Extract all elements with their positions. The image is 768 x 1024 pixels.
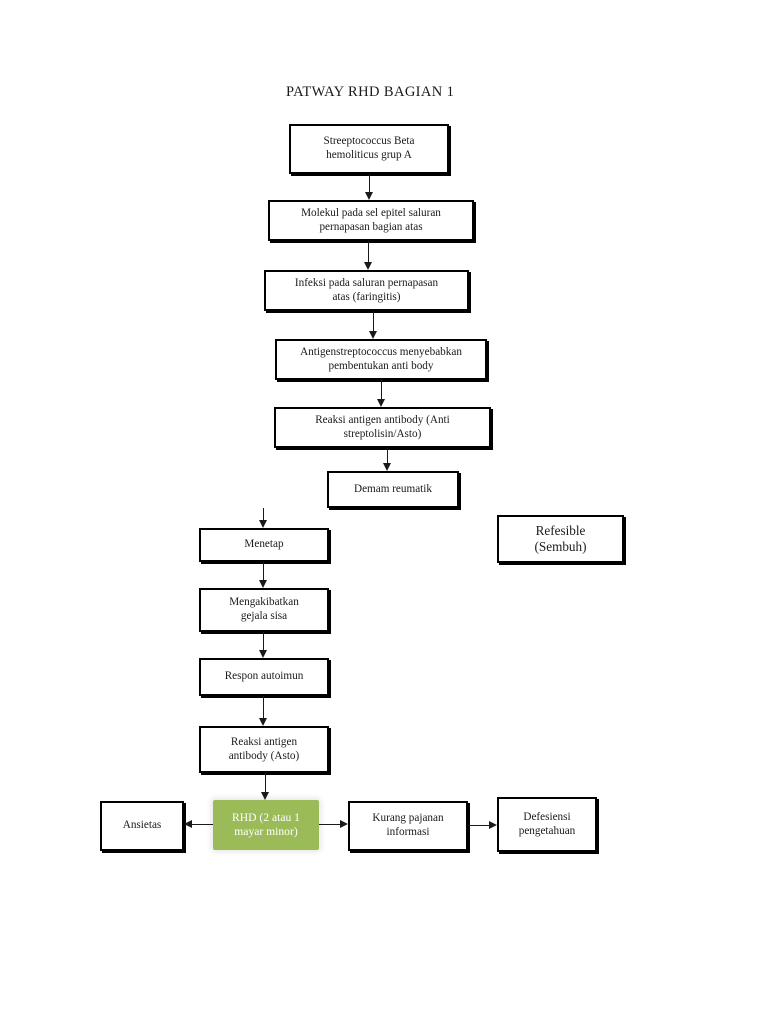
flow-node-label: Menetap xyxy=(244,538,284,551)
connector-rhd-2-atau-1-mayar-minor-to-ansietas-arrowhead xyxy=(184,819,192,828)
flow-node-label: Reaksi antigen antibody (Asto) xyxy=(228,735,300,762)
flow-node-label: Reaksi antigen antibody (Anti streptolis… xyxy=(315,413,450,440)
flow-node-respon-autoimun[interactable]: Respon autoimun xyxy=(199,658,329,696)
flow-node-label: Kurang pajanan informasi xyxy=(372,812,444,838)
connector-kurang-pajanan-informasi-to-defesiensi-pengetahuan-arrowhead xyxy=(489,820,497,829)
flow-node-label: Defesiensi pengetahuan xyxy=(518,810,576,837)
connector-antigenstreptococcus-menyebabkan-pembentuk-to-reaksi-antigen-antibody-anti-streptolisin--arrowhead xyxy=(376,399,385,407)
flow-node-streeptococcus-beta-hemoliticus-grup-a[interactable]: Streeptococcus Beta hemoliticus grup A xyxy=(289,124,449,174)
connector-infeksi-pada-saluran-pernapasan-atas-farin-to-antigenstreptococcus-menyebabkan-pembentuk-line xyxy=(373,311,374,331)
flow-node-mengakibatkan-gejala-sisa[interactable]: Mengakibatkan gejala sisa xyxy=(199,588,329,632)
flow-node-label: Infeksi pada saluran pernapasan atas (fa… xyxy=(294,276,439,303)
flow-node-menetap[interactable]: Menetap xyxy=(199,528,329,562)
connector-demam-reumatik-to-menetap-line xyxy=(263,508,264,520)
flow-node-ansietas[interactable]: Ansietas xyxy=(100,801,184,851)
flow-node-molekul-pada-sel-epitel-saluran-pernapasan[interactable]: Molekul pada sel epitel saluran pernapas… xyxy=(268,200,474,241)
connector-kurang-pajanan-informasi-to-defesiensi-pengetahuan-line xyxy=(468,825,489,826)
connector-mengakibatkan-gejala-sisa-to-respon-autoimun-arrowhead xyxy=(258,650,267,658)
page-title: PATWAY RHD BAGIAN 1 xyxy=(286,84,455,100)
flow-node-label: Respon autoimun xyxy=(224,670,304,683)
connector-mengakibatkan-gejala-sisa-to-respon-autoimun-line xyxy=(263,632,264,650)
connector-molekul-pada-sel-epitel-saluran-pernapasan-to-infeksi-pada-saluran-pernapasan-atas-farin-line xyxy=(368,241,369,262)
connector-infeksi-pada-saluran-pernapasan-atas-farin-to-antigenstreptococcus-menyebabkan-pembentuk-arrowhead xyxy=(368,331,377,339)
connector-streeptococcus-beta-hemoliticus-grup-a-to-molekul-pada-sel-epitel-saluran-pernapasan-line xyxy=(369,174,370,192)
connector-rhd-2-atau-1-mayar-minor-to-ansietas-line xyxy=(192,824,213,825)
flow-node-label: Refesible (Sembuh) xyxy=(534,522,587,554)
flow-node-infeksi-pada-saluran-pernapasan-atas-farin[interactable]: Infeksi pada saluran pernapasan atas (fa… xyxy=(264,270,469,311)
flow-node-label: Streeptococcus Beta hemoliticus grup A xyxy=(323,135,415,161)
flow-node-label: Demam reumatik xyxy=(354,482,432,495)
flow-node-label: RHD (2 atau 1 mayar minor) xyxy=(232,810,300,838)
connector-rhd-2-atau-1-mayar-minor-to-kurang-pajanan-informasi-arrowhead xyxy=(340,819,348,828)
flow-node-kurang-pajanan-informasi[interactable]: Kurang pajanan informasi xyxy=(348,801,468,851)
flow-node-rhd-2-atau-1-mayar-minor[interactable]: RHD (2 atau 1 mayar minor) xyxy=(213,800,319,850)
connector-reaksi-antigen-antibody-anti-streptolisin--to-demam-reumatik-arrowhead xyxy=(382,463,391,471)
connector-reaksi-antigen-antibody-anti-streptolisin--to-demam-reumatik-line xyxy=(387,448,388,463)
connector-rhd-2-atau-1-mayar-minor-to-kurang-pajanan-informasi-line xyxy=(319,824,340,825)
flow-node-label: Mengakibatkan gejala sisa xyxy=(229,596,299,622)
connector-respon-autoimun-to-reaksi-antigen-antibody-asto-line xyxy=(263,696,264,718)
connector-reaksi-antigen-antibody-asto-to-rhd-2-atau-1-mayar-minor-arrowhead xyxy=(260,792,269,800)
connector-molekul-pada-sel-epitel-saluran-pernapasan-to-infeksi-pada-saluran-pernapasan-atas-farin-arrowhead xyxy=(363,262,372,270)
connector-demam-reumatik-to-menetap-arrowhead xyxy=(258,520,267,528)
flow-node-label: Ansietas xyxy=(122,819,162,832)
flow-node-antigenstreptococcus-menyebabkan-pembentuk[interactable]: Antigenstreptococcus menyebabkan pembent… xyxy=(275,339,487,380)
flow-node-demam-reumatik[interactable]: Demam reumatik xyxy=(327,471,459,508)
flow-node-reaksi-antigen-antibody-asto[interactable]: Reaksi antigen antibody (Asto) xyxy=(199,726,329,773)
connector-respon-autoimun-to-reaksi-antigen-antibody-asto-arrowhead xyxy=(258,718,267,726)
flow-node-defesiensi-pengetahuan[interactable]: Defesiensi pengetahuan xyxy=(497,797,597,852)
connector-menetap-to-mengakibatkan-gejala-sisa-arrowhead xyxy=(258,580,267,588)
flow-node-label: Molekul pada sel epitel saluran pernapas… xyxy=(301,206,441,233)
connector-reaksi-antigen-antibody-asto-to-rhd-2-atau-1-mayar-minor-line xyxy=(265,773,266,792)
connector-antigenstreptococcus-menyebabkan-pembentuk-to-reaksi-antigen-antibody-anti-streptolisin--line xyxy=(381,380,382,399)
flow-node-refesible-sembuh[interactable]: Refesible (Sembuh) xyxy=(497,515,624,563)
flow-node-reaksi-antigen-antibody-anti-streptolisin-[interactable]: Reaksi antigen antibody (Anti streptolis… xyxy=(274,407,491,448)
connector-streeptococcus-beta-hemoliticus-grup-a-to-molekul-pada-sel-epitel-saluran-pernapasan-arrowhead xyxy=(364,192,373,200)
flow-node-label: Antigenstreptococcus menyebabkan pembent… xyxy=(300,345,462,372)
connector-menetap-to-mengakibatkan-gejala-sisa-line xyxy=(263,562,264,580)
